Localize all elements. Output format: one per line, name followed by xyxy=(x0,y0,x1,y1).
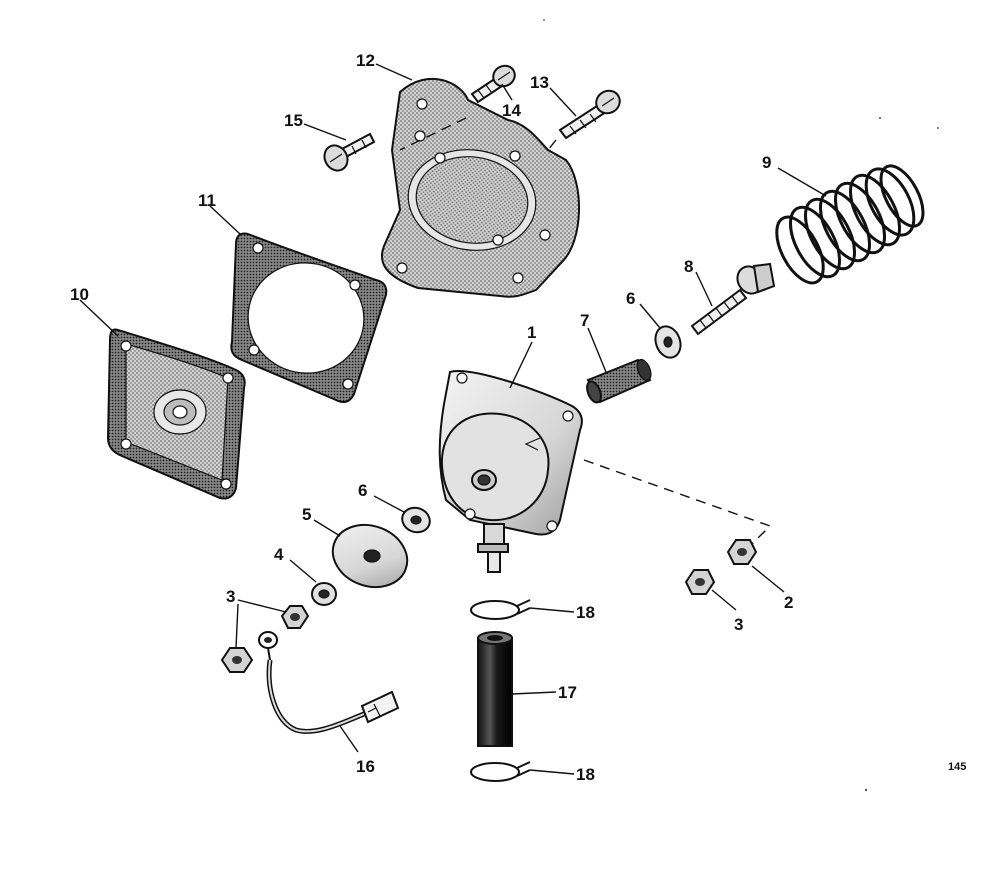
figure-number: 145 xyxy=(948,761,966,773)
pump-body xyxy=(438,370,583,573)
callout-17: 17 xyxy=(558,683,577,702)
spring xyxy=(775,164,925,285)
callout-3-left: 3 xyxy=(226,587,235,606)
screw-15 xyxy=(323,132,376,172)
nut-left-lower xyxy=(220,647,254,673)
fuel-hose xyxy=(477,631,513,747)
callout-5: 5 xyxy=(302,505,311,524)
callout-14: 14 xyxy=(502,101,521,120)
washer-upper xyxy=(654,325,682,359)
callout-6-upper: 6 xyxy=(626,289,635,308)
callout-13: 13 xyxy=(530,73,549,92)
stud-bolt xyxy=(690,262,776,336)
callout-11: 11 xyxy=(198,191,216,210)
alignment-lines xyxy=(399,117,772,545)
callout-2: 2 xyxy=(784,593,793,612)
large-washer xyxy=(331,523,409,589)
check-valve-screen xyxy=(586,358,652,404)
callout-1: 1 xyxy=(527,323,536,342)
callout-10: 10 xyxy=(70,285,89,304)
callout-7: 7 xyxy=(580,311,589,330)
washer-4 xyxy=(311,582,337,606)
callout-3-right: 3 xyxy=(734,615,743,634)
nut-2 xyxy=(726,539,758,565)
nut-right xyxy=(684,569,716,595)
scan-specks xyxy=(543,19,939,792)
callout-15: 15 xyxy=(284,111,303,130)
gasket xyxy=(230,232,388,403)
callout-18-upper: 18 xyxy=(576,603,595,622)
leader-lines xyxy=(79,63,827,775)
callout-18-lower: 18 xyxy=(576,765,595,784)
screw-13 xyxy=(558,89,621,140)
callout-9: 9 xyxy=(762,153,771,172)
callout-12: 12 xyxy=(356,51,375,70)
callout-labels: 1 2 3 3 4 5 6 6 7 8 9 10 11 12 13 14 15 … xyxy=(70,51,793,784)
screw-14 xyxy=(470,64,516,104)
callout-8: 8 xyxy=(684,257,693,276)
callout-6-lower: 6 xyxy=(358,481,367,500)
pump-cover-plate xyxy=(380,77,581,298)
nut-left-upper xyxy=(280,605,310,629)
hose-clamp-lower xyxy=(470,761,531,782)
ground-wire xyxy=(258,631,400,734)
callout-16: 16 xyxy=(356,757,375,776)
diaphragm xyxy=(106,328,246,500)
washer-lower xyxy=(401,506,431,534)
callout-4: 4 xyxy=(274,545,284,564)
hose-clamp-upper xyxy=(470,599,531,620)
